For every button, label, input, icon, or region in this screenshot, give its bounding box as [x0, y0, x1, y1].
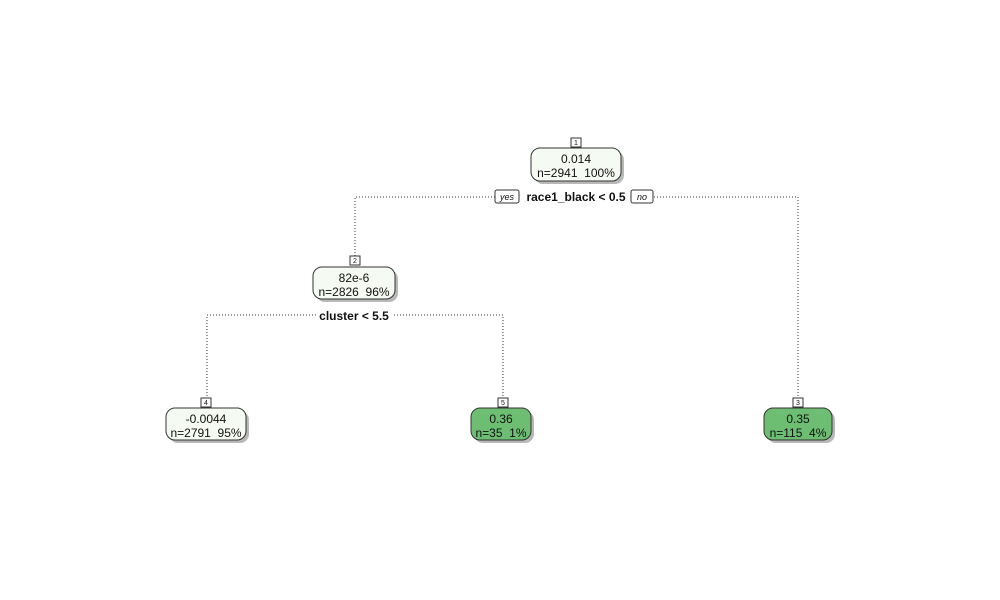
node-id-box [200, 397, 212, 408]
edge-1-to-3 [654, 196, 799, 398]
node-id-box [497, 397, 509, 408]
node-stats: n=2791 95% [170, 426, 241, 440]
node-stats: n=115 4% [770, 426, 827, 440]
yes-branch-label: yes [499, 192, 515, 202]
edge-2-to-5 [391, 314, 504, 398]
node-id-box [349, 255, 361, 266]
no-branch-box [630, 189, 654, 204]
split-label-background [521, 189, 631, 204]
split-label: race1_black < 0.5 [526, 190, 625, 204]
node-id-box [570, 137, 582, 148]
node-id-label: 4 [204, 400, 208, 407]
edge-1-to-2 [354, 196, 495, 259]
node-box [530, 147, 622, 182]
tree-node-3: 3 0.35 n=115 4% [763, 397, 835, 443]
node-id-box [792, 397, 804, 408]
tree-node-4: 4 -0.0044 n=2791 95% [165, 397, 249, 443]
node-id-label: 5 [501, 400, 505, 407]
node-value: -0.0044 [186, 412, 227, 426]
node-id-label: 2 [353, 258, 357, 265]
node-box [470, 407, 532, 441]
split-label: cluster < 5.5 [319, 309, 389, 323]
node-id-label: 3 [796, 400, 800, 407]
node-box [763, 407, 833, 441]
node-stats: n=35 1% [475, 426, 526, 440]
node-value: 0.014 [561, 152, 591, 166]
tree-node-2: 2 82e-6 n=2826 96% [312, 255, 398, 302]
tree-node-1: 1 0.014 n=2941 100% [530, 137, 624, 184]
split-1: race1_black < 0.5 yes no [494, 189, 654, 204]
node-value: 82e-6 [339, 271, 370, 285]
node-box [165, 407, 247, 441]
node-box [312, 266, 396, 300]
tree-edges [206, 196, 799, 398]
node-value: 0.36 [489, 412, 513, 426]
edge-2-to-4 [206, 314, 316, 398]
yes-branch-box [494, 189, 520, 204]
split-label-background [316, 308, 392, 323]
node-value: 0.35 [786, 412, 810, 426]
node-stats: n=2941 100% [537, 166, 615, 180]
no-branch-label: no [637, 192, 647, 202]
tree-node-5: 5 0.36 n=35 1% [470, 397, 534, 443]
split-2: cluster < 5.5 [316, 308, 392, 323]
node-id-label: 1 [574, 140, 578, 147]
node-stats: n=2826 96% [318, 285, 389, 299]
